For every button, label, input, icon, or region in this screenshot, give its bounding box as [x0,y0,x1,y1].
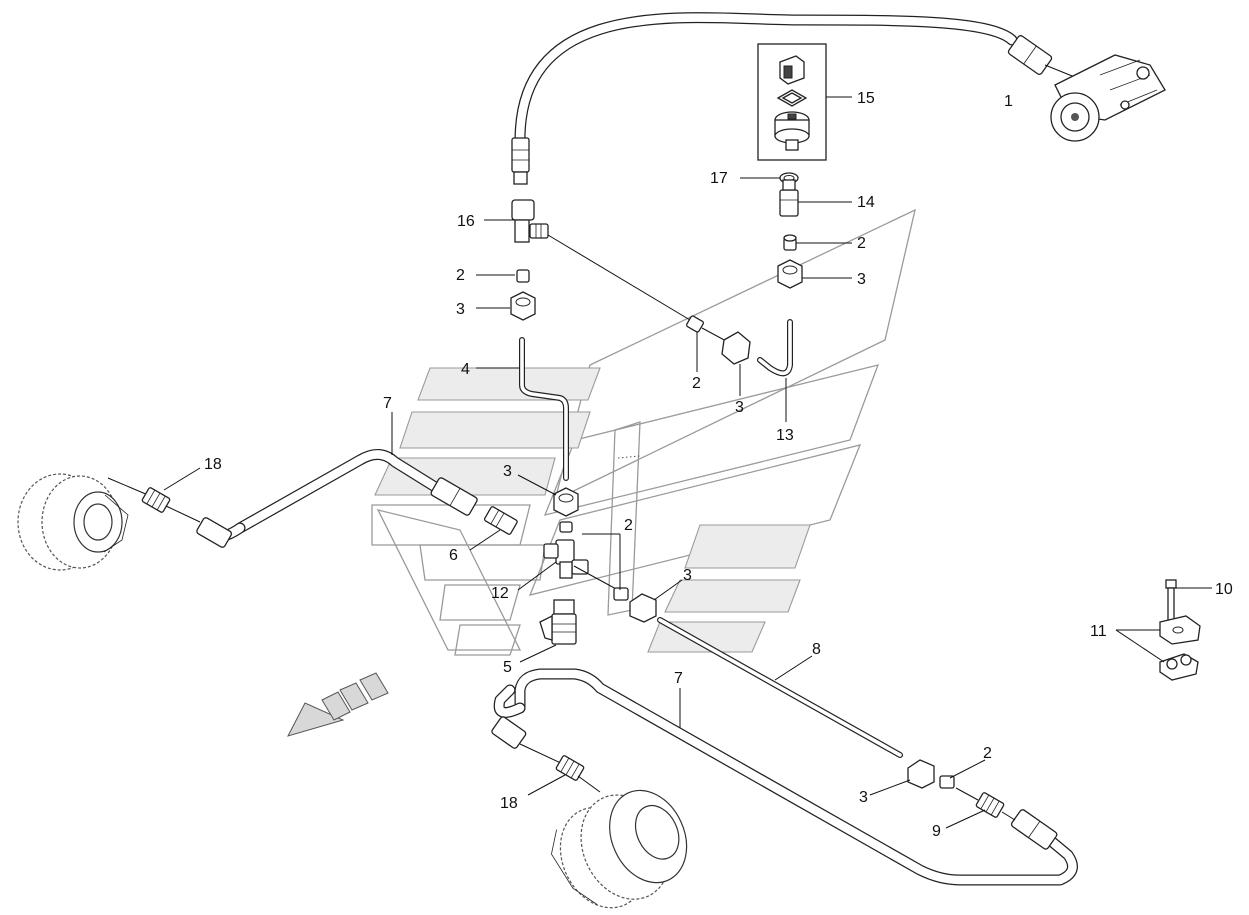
callout-7-bottom: 7 [674,670,683,687]
callout-labels: 1 15 17 14 16 2 2 3 3 4 2 3 13 7 18 3 2 … [204,90,1233,840]
hydraulic-motor-bottom-icon [551,789,688,909]
callout-2-center: 2 [624,517,633,534]
left-fitting-stack [476,269,536,321]
adapter-6 [469,506,518,551]
coupling-5 [519,599,577,663]
callout-11: 11 [1090,623,1107,640]
callout-14: 14 [857,194,875,211]
callout-8: 8 [812,641,821,658]
callout-2-top-right: 2 [857,235,866,252]
callout-10: 10 [1215,581,1233,598]
branch-line-16-to-13 [547,234,751,396]
callout-2-left: 2 [456,267,465,284]
callout-12: 12 [491,585,509,602]
bottom-right-fittings [519,743,1016,829]
cross-fitting-12 [517,521,589,591]
callout-3-middle: 3 [735,399,744,416]
callout-7-left: 7 [383,395,392,412]
pipe-8 [657,617,903,758]
direction-arrow-icon [287,672,389,737]
callout-6: 6 [449,547,458,564]
callout-3-pipe8: 3 [683,567,692,584]
right-fitting-stack [740,172,852,422]
callout-3-center: 3 [503,463,512,480]
callout-17: 17 [710,170,728,187]
line-to-pipe-8 [573,533,683,623]
callout-2-middle: 2 [692,375,701,392]
pressure-switch-kit-box [757,43,852,161]
callout-1: 1 [1004,93,1013,110]
callout-3-bottom: 3 [859,789,868,806]
background-chassis-outline [371,208,916,656]
callout-16: 16 [457,213,475,230]
callout-18-bottom: 18 [500,795,518,812]
pressure-switch-housing-icon [1050,54,1166,142]
hydraulic-motor-icon [17,473,149,571]
callout-9: 9 [932,823,941,840]
callout-4: 4 [461,361,470,378]
clamp-assembly [1115,579,1212,681]
pipe-4 [476,337,569,481]
hose-7-left [196,412,478,548]
callout-5: 5 [503,659,512,676]
fitting-18-left [141,467,201,523]
tee-fitting-16 [484,199,549,243]
pressure-switch-icon [774,55,810,151]
hose-1 [511,12,1083,185]
callout-3-top-right: 3 [857,271,866,288]
callout-15: 15 [857,90,875,107]
hose-7-bottom [491,668,1078,886]
callout-13: 13 [776,427,794,444]
nut-3-center [517,474,579,517]
callout-3-left: 3 [456,301,465,318]
callout-18-left: 18 [204,456,222,473]
fitting-18-bottom [527,755,601,796]
callout-2-bottom: 2 [983,745,992,762]
